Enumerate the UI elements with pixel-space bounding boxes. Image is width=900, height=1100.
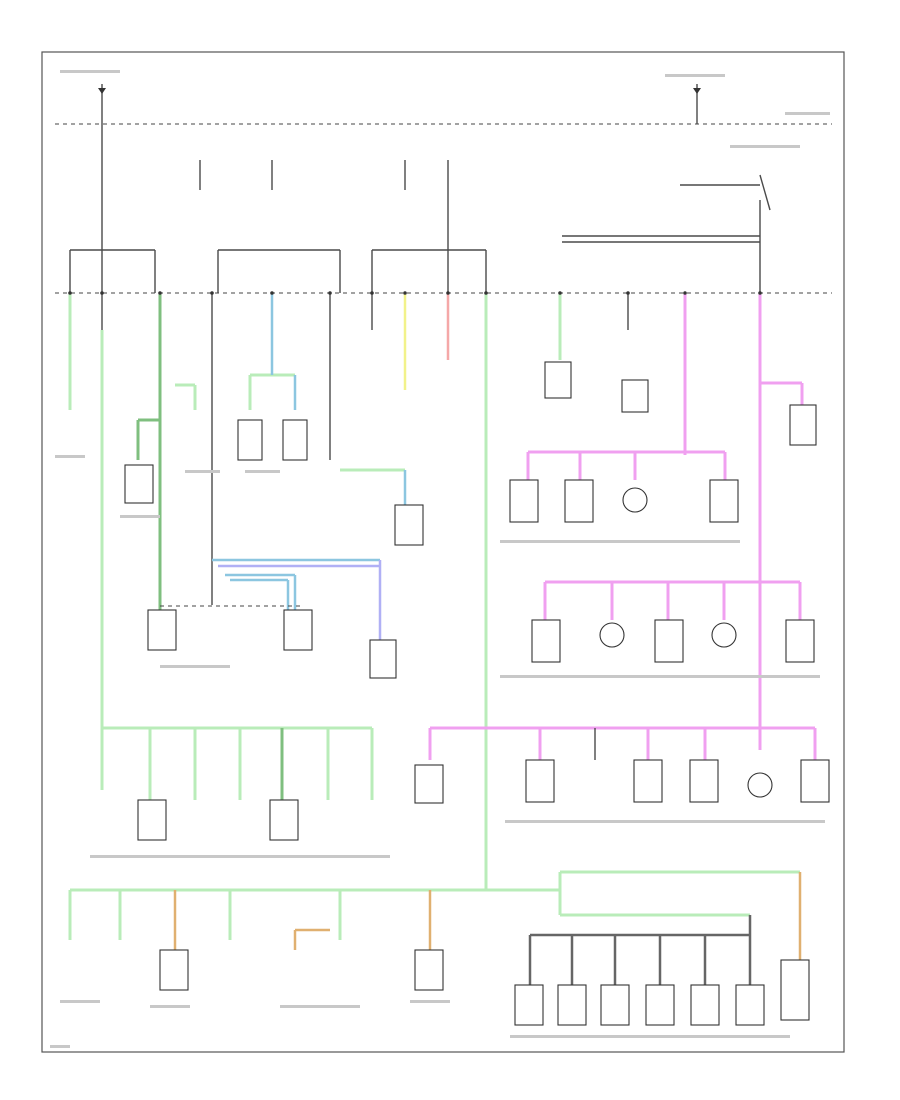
injector-box: [514, 984, 544, 1026]
diagram-frame: [41, 51, 845, 1053]
left-green-circuit: [68, 330, 407, 790]
top-right-source: [693, 84, 701, 124]
component-boxes: [124, 361, 830, 1026]
component-box: [414, 949, 444, 991]
left-bottom-green-circuit: [68, 726, 486, 950]
lamp-box: [785, 619, 815, 663]
component-box: [137, 799, 167, 841]
component-box: [369, 639, 397, 679]
component-box: [159, 949, 189, 991]
lamp-box: [689, 759, 719, 803]
lamp-box: [709, 479, 739, 523]
feeder-wires: [69, 124, 771, 293]
injector-box: [557, 984, 587, 1026]
middle-blue-violet-circuit: [160, 558, 382, 640]
lamp-circle: [599, 622, 625, 648]
injector-box: [645, 984, 675, 1026]
injector-box: [690, 984, 720, 1026]
lamp-box: [525, 759, 555, 803]
component-box: [269, 799, 299, 841]
lamp-circle: [711, 622, 737, 648]
component-box: [147, 609, 177, 651]
fuse-taps: [68, 293, 762, 890]
injector-box: [600, 984, 630, 1026]
lamp-box: [654, 619, 684, 663]
component-box: [544, 361, 572, 399]
component-box: [564, 479, 594, 523]
lamp-circle: [622, 487, 648, 513]
lamp-circles: [599, 487, 773, 798]
component-box: [282, 419, 308, 461]
injector-box: [735, 984, 765, 1026]
lighting-pink-circuit: [428, 381, 817, 760]
top-left-source: [98, 84, 106, 124]
lamp-circle: [747, 772, 773, 798]
component-box: [789, 404, 817, 446]
lamp-box: [531, 619, 561, 663]
lamp-box: [800, 759, 830, 803]
injector-circuit: [486, 870, 802, 985]
component-box: [414, 764, 444, 804]
lamp-box: [633, 759, 663, 803]
lamp-box: [509, 479, 539, 523]
component-box: [283, 609, 313, 651]
component-box: [237, 419, 263, 461]
component-box: [394, 504, 424, 546]
component-box: [621, 379, 649, 413]
injector-box: [780, 959, 810, 1021]
component-box: [124, 464, 154, 504]
illegible-labels: [50, 70, 830, 1048]
fuse-markers: [68, 291, 762, 295]
